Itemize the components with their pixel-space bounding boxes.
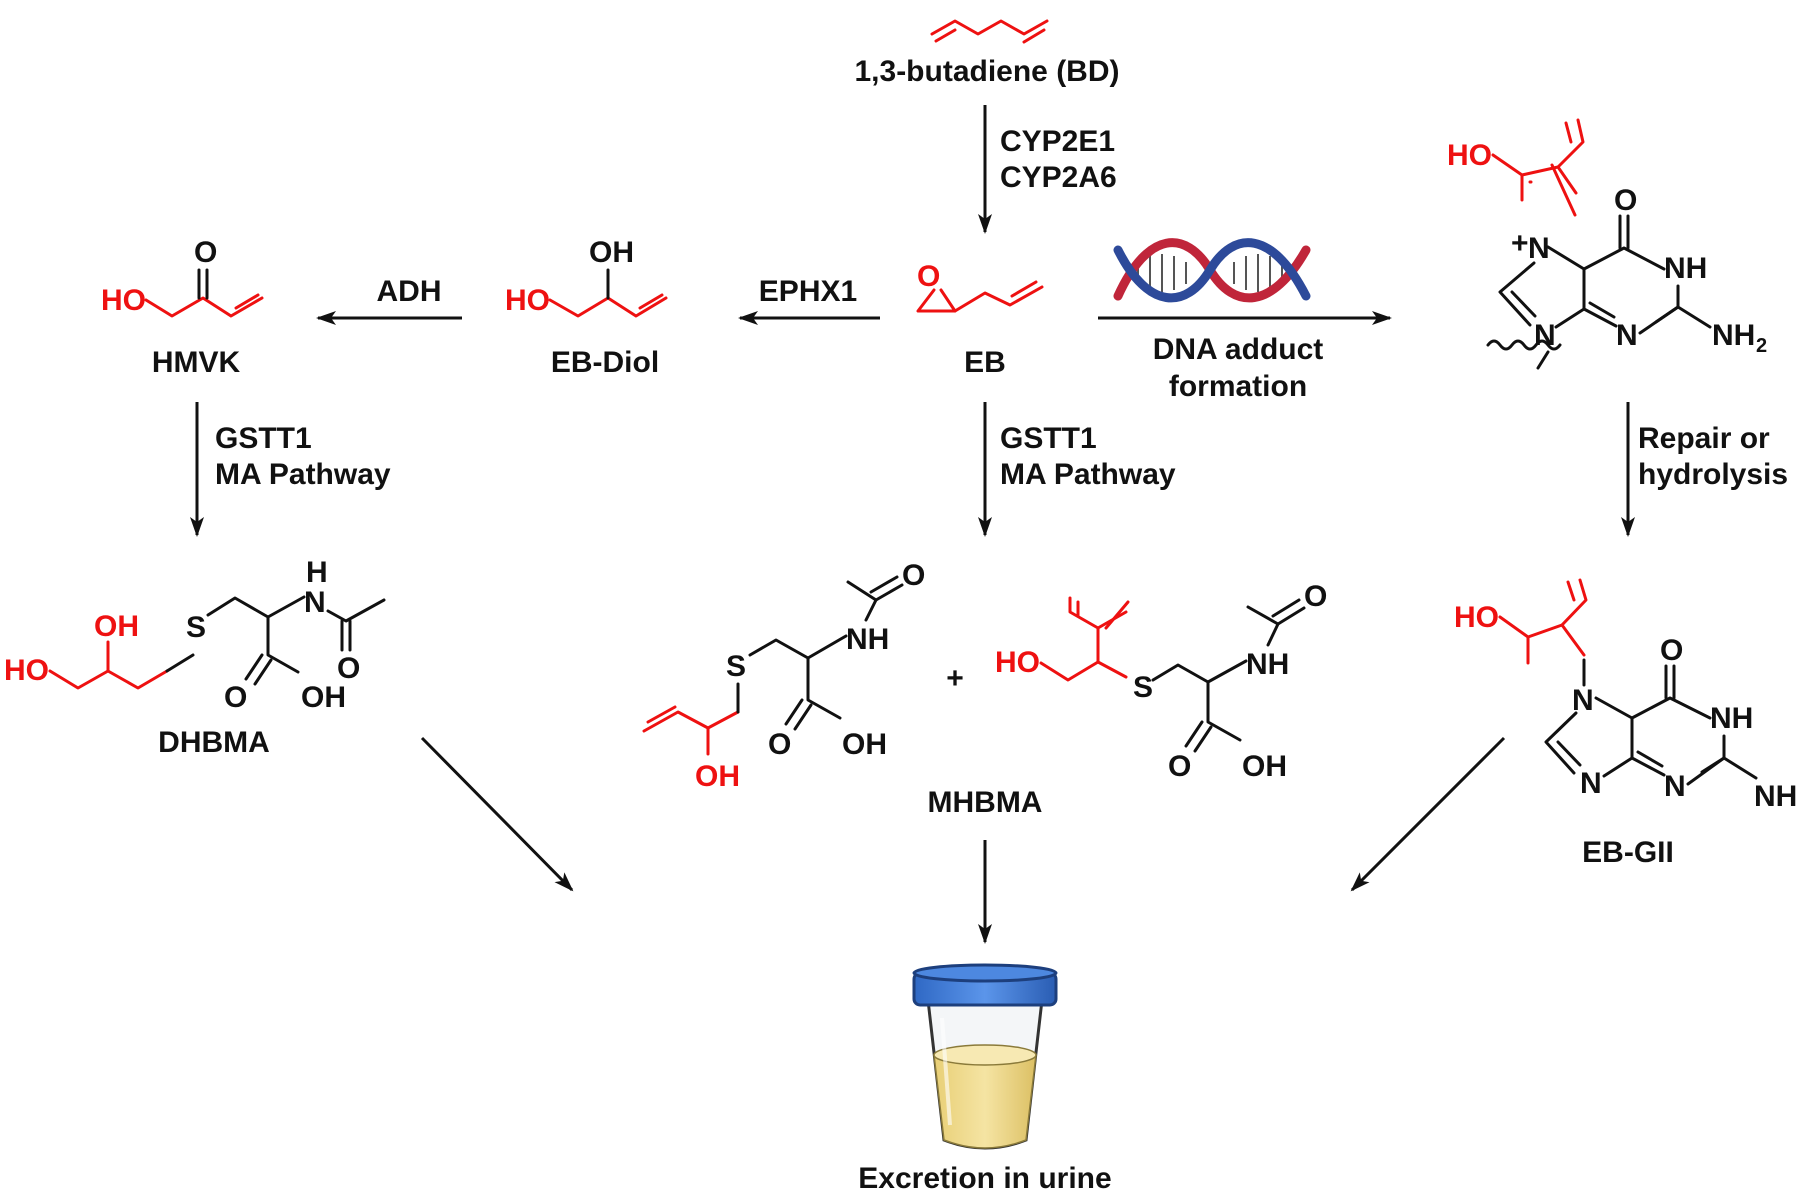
hmvk-structure: HO O — [101, 236, 264, 318]
ebgii-n9-atom: N — [1580, 767, 1602, 800]
mhbma-isomer2-structure: HO S O OH NH O — [995, 580, 1327, 783]
ma-pathway-left-label: MA Pathway — [215, 458, 391, 491]
ebgii-ho-atom: HO — [1454, 601, 1499, 634]
adduct-nh2-atom: NH — [1712, 319, 1755, 352]
mhbma1-nh-atom: NH — [846, 623, 889, 656]
ebgii-label: EB-GII — [1582, 836, 1674, 869]
mhbma1-amide-o-atom: O — [902, 559, 925, 592]
mhbma2-cooh-oh-atom: OH — [1242, 750, 1287, 783]
ephx1-label: EPHX1 — [759, 275, 857, 308]
dhbma-oh-atom: OH — [94, 610, 139, 643]
gstt1-mid-label: GSTT1 — [1000, 422, 1097, 455]
adduct-ho-atom: HO — [1447, 139, 1492, 172]
eb-label: EB — [964, 346, 1006, 379]
mhbma1-s-atom: S — [726, 650, 746, 683]
dhbma-amide-o-atom: O — [337, 652, 360, 685]
adduct-n1h-atom: NH — [1664, 252, 1707, 285]
ebgii-nh2-atom: NH — [1754, 780, 1797, 813]
urine-cup-icon — [912, 963, 1058, 1150]
mhbma1-cooh-oh-atom: OH — [842, 728, 887, 761]
dhbma-o-atom: O — [224, 681, 247, 714]
butadiene-label: 1,3-butadiene (BD) — [854, 55, 1119, 88]
mhbma2-ho-atom: HO — [995, 646, 1040, 679]
repair-label-line2: hydrolysis — [1638, 458, 1788, 491]
excretion-label: Excretion in urine — [858, 1162, 1111, 1191]
adh-label: ADH — [377, 275, 442, 308]
mhbma-isomer1-structure: OH S O OH NH O — [642, 559, 925, 793]
ebgii-structure: HO N N O NH N NH 2 — [1454, 578, 1797, 813]
dhbma-n-h-atom: H — [306, 556, 328, 589]
dhbma-s-atom: S — [186, 611, 206, 644]
adduct-plus-charge: + — [1511, 227, 1529, 260]
dna-adduct-structure: HO + N N O NH N NH 2 — [1447, 118, 1767, 370]
ebgii-n7-atom: N — [1572, 684, 1594, 717]
mhbma-label: MHBMA — [928, 786, 1043, 819]
arrow-dhbma-to-urine — [420, 736, 574, 892]
gstt1-left-label: GSTT1 — [215, 422, 312, 455]
dhbma-n-atom: N — [304, 586, 326, 619]
hmvk-o-atom: O — [194, 236, 217, 269]
adduct-n7-atom: N — [1528, 232, 1550, 265]
plus-sign: + — [946, 662, 964, 695]
adduct-o6-atom: O — [1614, 184, 1637, 217]
ebgii-n3-atom: N — [1664, 770, 1686, 803]
ebdiol-label: EB-Diol — [551, 346, 659, 379]
ebgii-n1h-atom: NH — [1710, 702, 1753, 735]
mhbma1-oh-atom: OH — [695, 760, 740, 793]
hmvk-label: HMVK — [152, 346, 241, 379]
butadiene-structure — [930, 19, 1049, 44]
adduct-nh2-subscript: 2 — [1756, 335, 1767, 357]
arrow-ebgii-to-urine — [1350, 736, 1506, 892]
ebdiol-structure: HO OH — [505, 236, 668, 318]
hmvk-ho-atom: HO — [101, 284, 146, 317]
dhbma-ho-atom: HO — [4, 654, 49, 687]
dhbma-label: DHBMA — [158, 726, 270, 759]
dhbma-cooh-oh-atom: OH — [301, 681, 346, 714]
dna-adduct-label-line2: formation — [1169, 370, 1307, 403]
eb-structure: O — [916, 260, 1044, 313]
dna-adduct-label-line1: DNA adduct — [1153, 333, 1324, 366]
cyp2a6-label: CYP2A6 — [1000, 161, 1117, 194]
mhbma2-s-atom: S — [1133, 671, 1153, 704]
repair-label-line1: Repair or — [1638, 422, 1770, 455]
mhbma2-o-atom: O — [1168, 750, 1191, 783]
adduct-n3-atom: N — [1616, 319, 1638, 352]
ma-pathway-mid-label: MA Pathway — [1000, 458, 1176, 491]
cyp2e1-label: CYP2E1 — [1000, 125, 1115, 158]
ebdiol-oh-atom: OH — [589, 236, 634, 269]
ebgii-o6-atom: O — [1660, 634, 1683, 667]
dna-helix-icon — [1113, 238, 1311, 303]
mhbma2-amide-o-atom: O — [1304, 580, 1327, 613]
dhbma-structure: HO OH S O OH H N O — [4, 556, 386, 714]
mhbma2-nh-atom: NH — [1246, 648, 1289, 681]
mhbma1-o-atom: O — [768, 728, 791, 761]
adduct-n9-atom: N — [1534, 319, 1556, 352]
ebdiol-ho-atom: HO — [505, 284, 550, 317]
eb-o-atom: O — [917, 260, 940, 293]
